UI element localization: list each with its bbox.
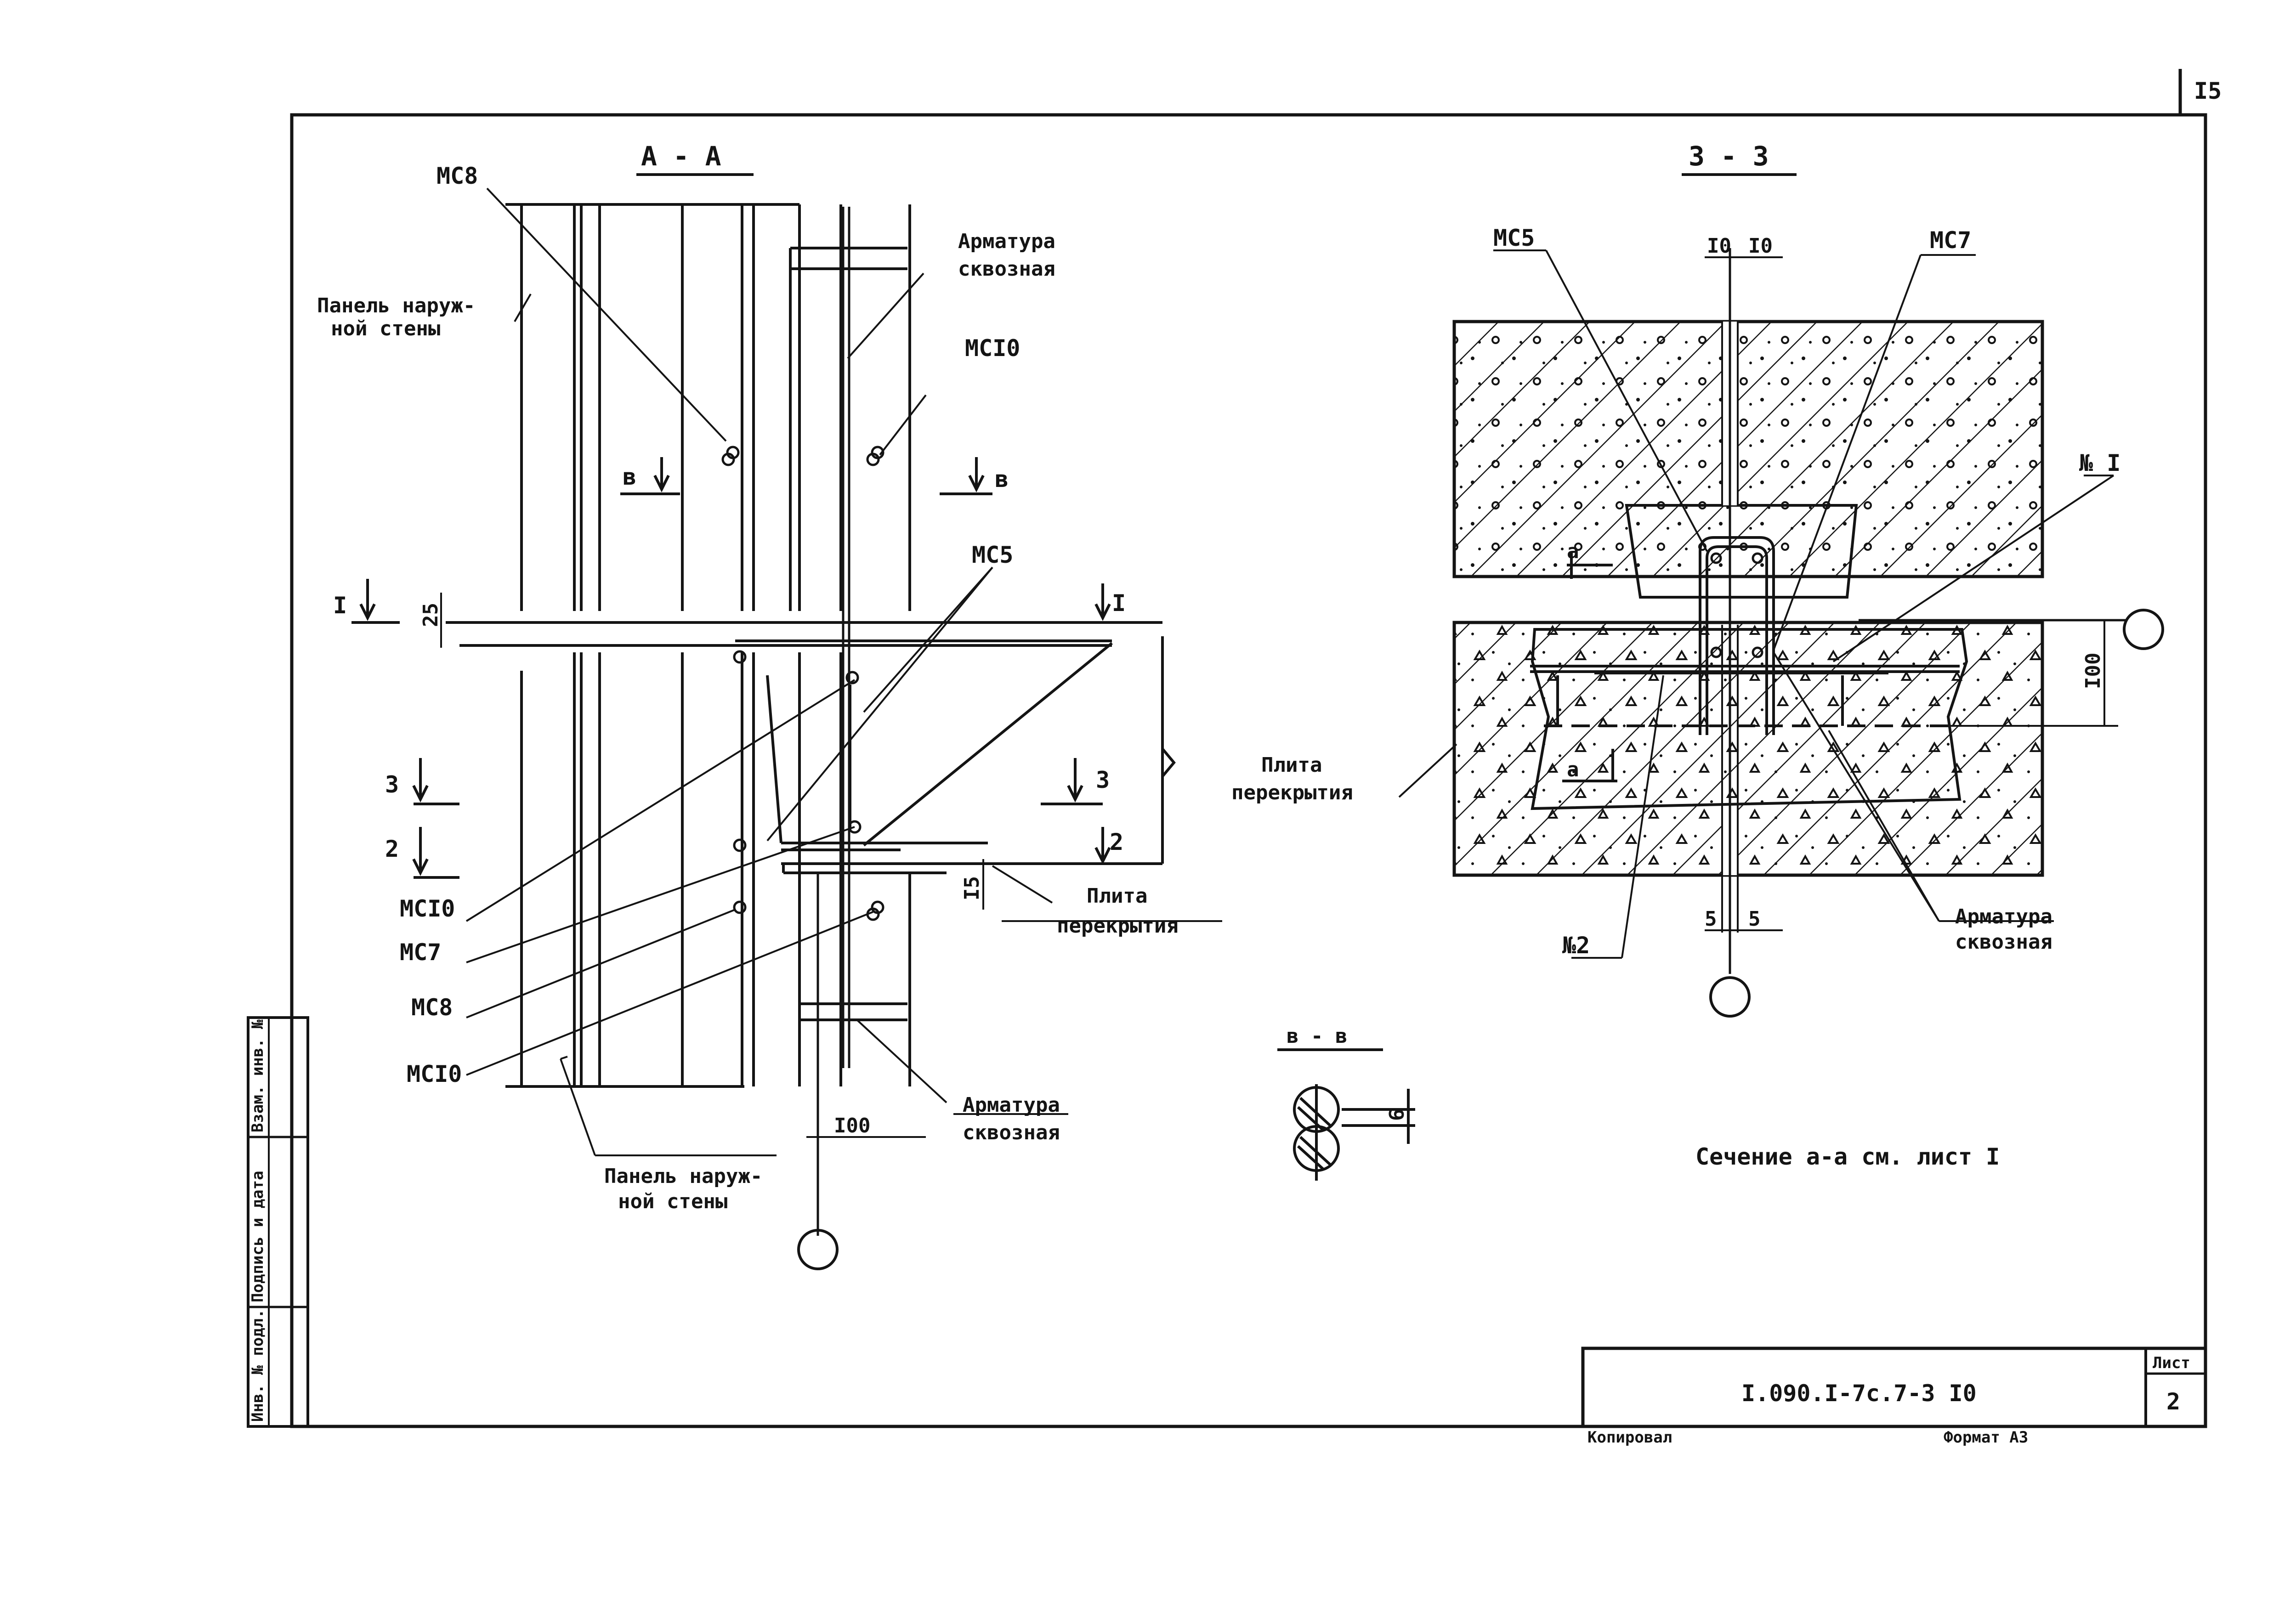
label-33-plita-1: Плита	[1261, 753, 1322, 777]
joint-band	[1454, 575, 2042, 624]
label-mc7-left: МС7	[400, 939, 441, 966]
section-bb-title: в - в	[1287, 1024, 1347, 1048]
copied-by: Копировал	[1587, 1428, 1672, 1447]
axis-marker-aa	[797, 1229, 839, 1270]
side-stamp: Инв. № подл. Подпись и дата Взам. инв. №	[247, 1016, 309, 1428]
axis-line-33	[1729, 248, 2127, 974]
cut-mark-3-left: 3	[385, 771, 399, 798]
cut-mark-i-left: I	[333, 592, 347, 619]
label-armatura-bot-1: Арматура	[963, 1093, 1060, 1117]
label-panel-top-2: ной стены	[331, 317, 440, 340]
cut-mark-2-left: 2	[385, 836, 399, 862]
label-33-n2: №2	[1562, 932, 1590, 959]
label-armatura-top-2: сквозная	[958, 257, 1055, 281]
section-33-title: 3 - 3	[1689, 141, 1769, 172]
embedded-parts-aa	[721, 446, 884, 921]
section-aa: А - А	[317, 141, 1222, 1270]
wall-panel-concrete-upper	[1452, 320, 2044, 599]
label-panel-top-1: Панель наруж-	[317, 294, 475, 317]
dim-33-top-left: I0	[1707, 234, 1731, 258]
loop-rebar-33	[1530, 536, 1960, 735]
cut-marks-aa	[351, 457, 1128, 879]
leaders-33	[1398, 249, 2115, 959]
axis-marker-33-bottom	[1709, 976, 1751, 1018]
cut-mark-b-left: в	[623, 464, 636, 490]
label-plita-1: Плита	[1087, 884, 1147, 908]
dim-aa-15: I5	[960, 876, 984, 900]
through-rebar	[816, 207, 850, 1236]
outer-wall-panel-lower	[505, 652, 911, 1088]
dim-bb: 6	[1385, 1109, 1409, 1121]
label-33-n1: № I	[2079, 450, 2120, 476]
dim-33-bottom-left: 5	[1705, 907, 1717, 931]
side-stamp-inv-podl: Инв. № подл.	[249, 1309, 267, 1422]
label-mc8-top: МС8	[437, 163, 478, 189]
label-33-mc7: МС7	[1930, 227, 1971, 254]
section-33: 3 - 3	[1231, 141, 2164, 1018]
note-section-aa: Сечение а-а см. лист I	[1695, 1143, 2000, 1170]
sheet-label: Лист	[2153, 1354, 2190, 1372]
floor-joint	[446, 621, 1176, 864]
cut-mark-3-right: 3	[1096, 767, 1110, 793]
dim-33-bottom-right: 5	[1748, 907, 1761, 931]
label-panel-bot-2: ной стены	[618, 1190, 727, 1213]
label-33-cut-a-top: а	[1567, 540, 1579, 563]
stamp-code: I.090.I-7c.7-3 I0	[1741, 1380, 1977, 1407]
embedded-parts-33	[1710, 552, 1763, 658]
label-armatura-top-1: Арматура	[958, 230, 1055, 253]
section-bb: в - в 6	[1277, 1024, 1415, 1181]
page-number: I5	[2194, 78, 2222, 104]
side-stamp-podpis: Подпись и дата	[249, 1171, 267, 1302]
format-label: Формат А3	[1944, 1428, 2028, 1447]
cut-mark-i-right: I	[1112, 590, 1126, 617]
label-armatura-bot-2: сквозная	[963, 1121, 1060, 1144]
dim-33-top-right: I0	[1748, 234, 1773, 258]
cut-mark-b-right: в	[995, 466, 1009, 492]
label-33-plita-2: перекрытия	[1231, 781, 1353, 804]
dim-33-right: I00	[2081, 653, 2105, 689]
dims-aa	[440, 593, 984, 1138]
outer-wall-panel-upper	[505, 203, 911, 611]
label-33-armatura-2: сквозная	[1955, 930, 2052, 954]
label-mc10-bottom: МСI0	[407, 1061, 462, 1087]
sheet-frame: I5	[290, 69, 2222, 1428]
dim-aa-25: 25	[419, 603, 442, 627]
rebar-bars-bb	[1293, 1084, 1415, 1181]
side-stamp-vzam: Взам. инв. №	[249, 1019, 267, 1132]
label-mc8-left: МС8	[411, 994, 453, 1021]
floor-slab-concrete	[1452, 621, 2044, 933]
label-plita-2: перекрытия	[1057, 914, 1179, 938]
dim-aa-100: I00	[834, 1114, 870, 1137]
label-33-armatura-1: Арматура	[1955, 905, 2052, 928]
label-panel-bot-1: Панель наруж-	[604, 1165, 762, 1188]
label-mc10-top: МСI0	[965, 335, 1020, 362]
sheet-number: 2	[2166, 1388, 2180, 1415]
label-mc10-left: МСI0	[400, 895, 455, 922]
cut-mark-2-right: 2	[1110, 829, 1123, 855]
label-33-mc5: МС5	[1493, 225, 1535, 251]
section-aa-title: А - А	[641, 141, 721, 172]
label-mc5: МС5	[972, 542, 1013, 568]
axis-marker-33-right	[2123, 609, 2164, 650]
title-block: I.090.I-7c.7-3 I0 Лист 2 Копировал Форма…	[1581, 1346, 2207, 1447]
dims-33	[1705, 256, 2118, 931]
leaders-aa	[465, 187, 1222, 1156]
label-33-cut-a-bottom: а	[1567, 758, 1579, 781]
cut-marks-33	[1562, 551, 1617, 782]
